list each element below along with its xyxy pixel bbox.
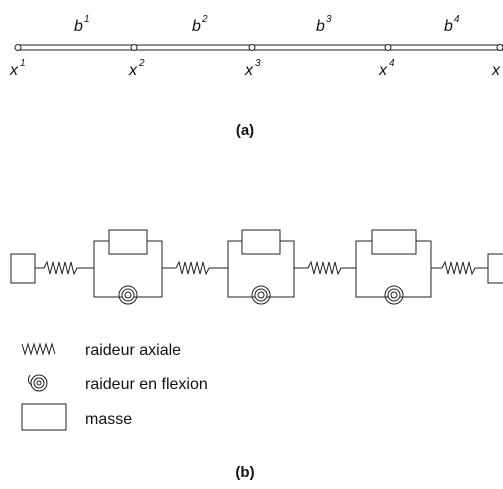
node-label-4: x 4 <box>378 58 395 79</box>
mass-spring-model-b: raideur axiale raideur en flexion masse … <box>10 229 503 481</box>
axial-spring-icon <box>21 342 56 356</box>
node-label-3: x 3 <box>244 58 261 79</box>
node-3 <box>248 44 256 51</box>
node-1 <box>14 44 22 51</box>
beam-label-3: b 3 <box>316 14 332 35</box>
beam-model-a: b 1 b 2 b 3 b 4 x 1 x 2 x 3 x 4 <box>9 14 503 139</box>
axial-spring-3 <box>307 260 342 276</box>
axial-spring-2 <box>175 260 210 276</box>
beam-label-1: b 1 <box>74 14 90 35</box>
beam-unit-1 <box>93 229 163 305</box>
legend: raideur axiale raideur en flexion masse <box>21 342 208 431</box>
beam-label-4: b 4 <box>444 14 460 35</box>
beam-unit-3 <box>355 229 432 305</box>
node-5 <box>496 44 503 51</box>
end-mass-left <box>10 253 36 284</box>
mass-box-icon <box>21 403 67 431</box>
legend-label-mass: masse <box>85 411 132 428</box>
node-label-2: x 2 <box>128 58 145 79</box>
mass-box <box>371 229 417 255</box>
legend-item-mass: masse <box>21 403 132 431</box>
mass-box <box>241 229 281 255</box>
caption-a: (a) <box>236 122 254 139</box>
axial-spring-4 <box>441 260 476 276</box>
node-label-1: x 1 <box>9 58 26 79</box>
torsion-spring-icon <box>118 285 138 305</box>
beam-unit-2 <box>227 229 295 305</box>
node-4 <box>384 44 392 51</box>
node-label-5: x <box>491 62 501 79</box>
beam-label-2: b 2 <box>192 14 208 35</box>
mass-box <box>108 229 148 255</box>
torsion-spring-icon <box>384 285 404 305</box>
torsion-spring-icon <box>251 285 271 305</box>
torsion-spring-icon <box>27 374 48 392</box>
legend-item-flexion: raideur en flexion <box>27 374 208 393</box>
axial-spring-1 <box>43 260 78 276</box>
legend-label-axial: raideur axiale <box>85 342 181 359</box>
legend-item-axial: raideur axiale <box>21 342 181 359</box>
end-mass-right <box>487 253 503 284</box>
legend-label-flexion: raideur en flexion <box>85 376 208 393</box>
caption-b: (b) <box>235 464 254 481</box>
node-2 <box>130 44 138 51</box>
